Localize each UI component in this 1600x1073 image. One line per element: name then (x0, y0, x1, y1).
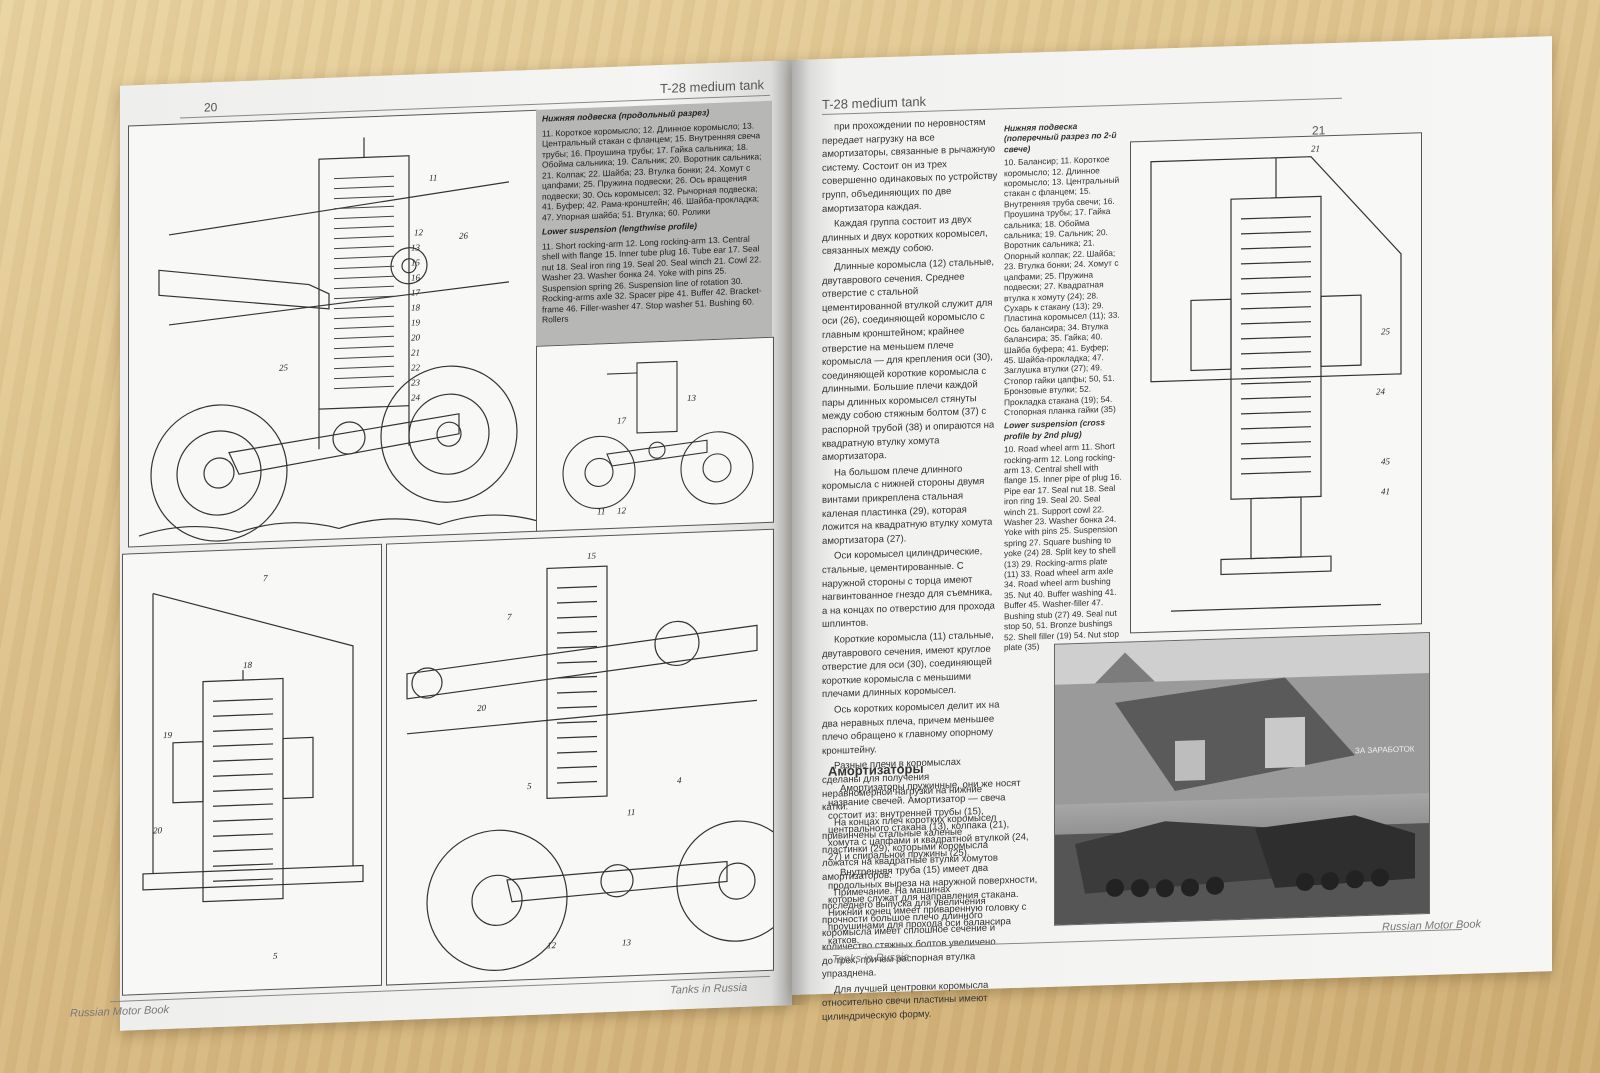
figure-callout-number: 18 (411, 302, 420, 312)
body-paragraph: Каждая группа состоит из двух длинных и … (822, 214, 988, 258)
figure-callout-number: 25 (1381, 326, 1390, 336)
figure-callout-number: 25 (279, 362, 288, 372)
figure-callout-number: 19 (163, 730, 172, 740)
body-paragraph: Для лучшей центровки коромысла относител… (822, 979, 989, 1024)
suspension-lengthwise-svg: 11 12 13 15 16 17 18 19 20 21 22 23 24 25 26 (138, 137, 538, 542)
suspension-lengthwise-drawing: 11 12 13 15 16 17 18 19 20 21 22 23 24 25 26 (128, 109, 538, 548)
figure-callout-number: 17 (411, 287, 420, 297)
body-paragraph: На большом плече длинного коромысла с ни… (822, 463, 993, 547)
suspension-inset-svg: 17 11 12 13 (562, 360, 754, 516)
right-footer-right: Russian Motor Book (1382, 918, 1482, 934)
figure-callout-number: 15 (411, 257, 420, 267)
figure-callout-number: 17 (617, 415, 626, 425)
side-caption-title-ru: Нижняя подвеска (поперечный разрез по 2-… (1004, 121, 1117, 155)
figure-callout-number: 12 (547, 940, 556, 950)
left-running-head: T-28 medium tank (660, 77, 765, 97)
body-paragraph: Внутренняя труба (15) имеет два продольн… (828, 862, 1038, 947)
left-caption-box: Нижняя подвеска (продольный разрез) 11. … (536, 100, 772, 346)
suspension-bottom-right-drawing: 15 7 20 5 11 12 13 4 (386, 528, 774, 986)
suspension-cross-section-drawing: 21 25 24 45 41 (1130, 132, 1422, 634)
figure-callout-number: 21 (411, 347, 420, 357)
figure-callout-number: 45 (1381, 456, 1390, 466)
side-caption-text-ru: 10. Балансир; 11. Короткое коромысло; 12… (1004, 154, 1120, 418)
section-heading: Амортизаторы (828, 760, 924, 779)
parade-photo-svg: ЗА ЗАРАБОТОК (1055, 632, 1429, 925)
figure-callout-number: 5 (527, 781, 532, 791)
figure-callout-number: 12 (617, 505, 626, 515)
banner-text: ЗА ЗАРАБОТОК (1355, 744, 1415, 755)
suspension-inset-drawing: 17 11 12 13 (536, 336, 774, 532)
figure-callout-number: 13 (411, 242, 420, 252)
figure-callout-number: 12 (414, 227, 423, 237)
right-running-head: T-28 medium tank (822, 93, 927, 113)
left-footer-right: Tanks in Russia (670, 981, 748, 997)
figure-callout-number: 24 (411, 392, 420, 402)
suspension-bottom-left-drawing: 7 18 19 20 5 (122, 543, 382, 996)
left-footer-left: Russian Motor Book (70, 1003, 170, 1020)
body-paragraph: Амортизаторы пружинные, они же носят наз… (828, 777, 1029, 863)
figure-callout-number: 23 (411, 377, 420, 387)
figure-callout-number: 7 (263, 573, 268, 583)
figure-callout-number: 19 (411, 317, 420, 327)
figure-callout-number: 26 (459, 230, 468, 240)
right-body-column-2: Амортизаторы пружинные, они же носят наз… (828, 776, 1038, 950)
right-page: T-28 medium tank 21 при прохождении по н… (792, 36, 1552, 1023)
figure-callout-number: 24 (1376, 386, 1385, 396)
figure-callout-number: 5 (273, 951, 278, 961)
figure-callout-number: 21 (1311, 143, 1320, 153)
figure-callout-number: 18 (243, 660, 252, 670)
figure-callout-number: 7 (507, 612, 512, 622)
right-side-caption: Нижняя подвеска (поперечный разрез по 2-… (1004, 120, 1122, 656)
body-paragraph: Ось коротких коромысел делит их на два н… (822, 699, 1000, 757)
figure-callout-number: 11 (429, 173, 437, 183)
figure-callout-number: 20 (153, 825, 162, 835)
body-paragraph: при прохождении по неровностям передает … (822, 116, 998, 215)
figure-callout-number: 15 (587, 551, 596, 561)
figure-callout-number: 13 (687, 393, 696, 403)
parade-photo: ЗА ЗАРАБОТОК (1054, 631, 1430, 926)
side-caption-text-en: 10. Road wheel arm 11. Short rocking-arm… (1004, 441, 1122, 653)
body-paragraph: Оси коромысел цилиндрические, стальные, … (822, 546, 995, 631)
figure-callout-number: 20 (477, 703, 486, 713)
suspension-bottom-left-svg: 7 18 19 20 5 (142, 573, 364, 961)
figure-callout-number: 41 (1381, 486, 1390, 496)
side-caption-title-en: Lower suspension (cross profile by 2nd p… (1004, 417, 1105, 442)
suspension-bottom-right-svg: 15 7 20 5 11 12 13 4 (406, 551, 774, 971)
figure-callout-number: 11 (597, 506, 605, 516)
right-footer-left: Tanks in Russia (832, 951, 910, 966)
figure-callout-number: 13 (622, 937, 631, 947)
figure-callout-number: 20 (411, 332, 420, 342)
figure-callout-number: 4 (677, 775, 682, 785)
figure-callout-number: 11 (627, 807, 635, 817)
body-paragraph: Короткие коромысла (11) стальные, двутав… (822, 629, 994, 701)
caption-text-ru: 11. Короткое коромысло; 12. Длинное коро… (542, 119, 762, 223)
body-paragraph: Длинные коромысла (12) стальные, двутавр… (822, 256, 995, 464)
figure-callout-number: 22 (411, 362, 420, 372)
left-page-number: 20 (204, 100, 218, 115)
suspension-cross-section-svg: 21 25 24 45 41 (1150, 143, 1402, 612)
caption-text-en: 11. Short rocking-arm 12. Long rocking-a… (542, 233, 762, 325)
figure-callout-number: 16 (411, 272, 420, 282)
left-page: 20 T-28 medium tank (70, 60, 792, 1031)
